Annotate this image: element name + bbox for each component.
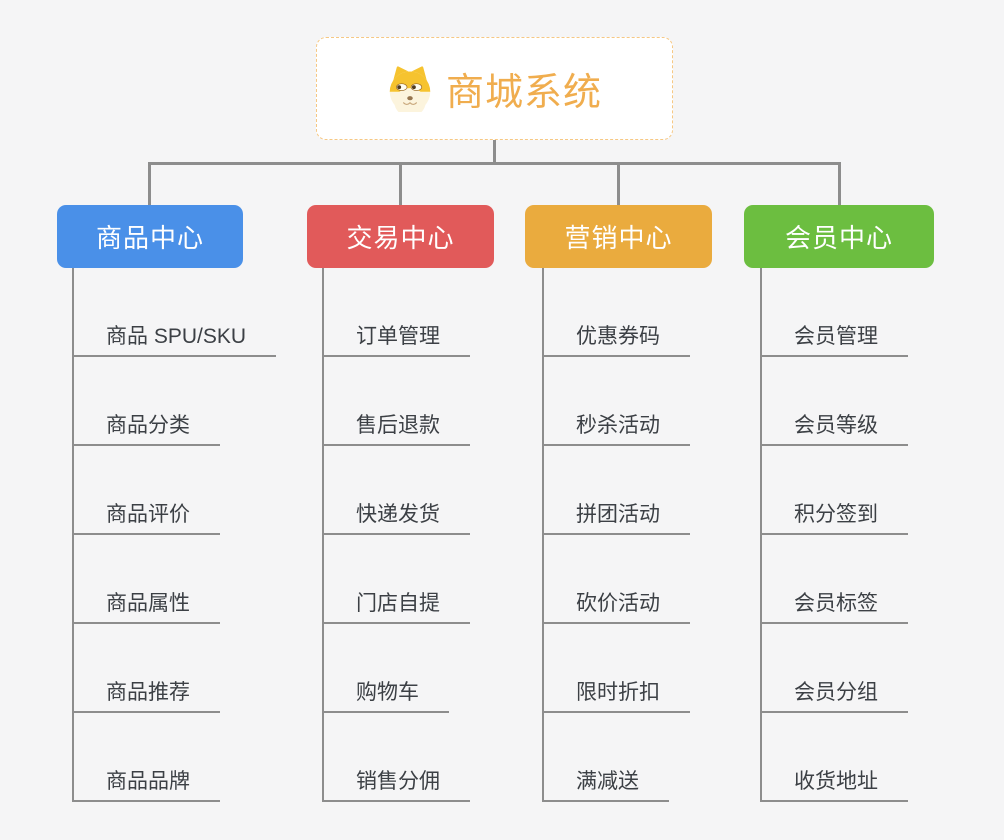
leaf-topic[interactable]: 商品属性 bbox=[74, 588, 220, 624]
leaf-topic[interactable]: 会员标签 bbox=[762, 588, 908, 624]
leaf-topic[interactable]: 会员管理 bbox=[762, 321, 908, 357]
connector-drop-members bbox=[838, 162, 841, 206]
leaf-topic[interactable]: 购物车 bbox=[324, 677, 449, 713]
connector-drop-marketing bbox=[617, 162, 620, 206]
leaf-topic[interactable]: 秒杀活动 bbox=[544, 410, 690, 446]
leaf-topic[interactable]: 售后退款 bbox=[324, 410, 470, 446]
leaf-topic[interactable]: 门店自提 bbox=[324, 588, 470, 624]
leaf-topic[interactable]: 限时折扣 bbox=[544, 677, 690, 713]
branch-node-members[interactable]: 会员中心 bbox=[744, 205, 934, 268]
connector-horizontal bbox=[148, 162, 840, 165]
leaf-topic[interactable]: 满减送 bbox=[544, 766, 669, 802]
leaf-topic[interactable]: 商品分类 bbox=[74, 410, 220, 446]
branch-column-products: 商品 SPU/SKU 商品分类 商品评价 商品属性 商品推荐 商品品牌 bbox=[72, 268, 277, 802]
root-topic[interactable]: 商城系统 bbox=[316, 37, 673, 140]
leaf-topic[interactable]: 商品推荐 bbox=[74, 677, 220, 713]
leaf-topic[interactable]: 会员等级 bbox=[762, 410, 908, 446]
leaf-topic[interactable]: 积分签到 bbox=[762, 499, 908, 535]
leaf-topic[interactable]: 商品 SPU/SKU bbox=[74, 321, 277, 357]
branch-column-trade: 订单管理 售后退款 快递发货 门店自提 购物车 销售分佣 bbox=[322, 268, 470, 802]
leaf-topic[interactable]: 订单管理 bbox=[324, 321, 470, 357]
dog-mascot-icon bbox=[389, 65, 431, 112]
leaf-topic[interactable]: 收货地址 bbox=[762, 766, 908, 802]
leaf-topic[interactable]: 优惠券码 bbox=[544, 321, 690, 357]
leaf-topic[interactable]: 砍价活动 bbox=[544, 588, 690, 624]
leaf-topic[interactable]: 会员分组 bbox=[762, 677, 908, 713]
leaf-topic[interactable]: 商品评价 bbox=[74, 499, 220, 535]
branch-node-marketing[interactable]: 营销中心 bbox=[525, 205, 712, 268]
leaf-topic[interactable]: 商品品牌 bbox=[74, 766, 220, 802]
leaf-topic[interactable]: 快递发货 bbox=[324, 499, 470, 535]
connector-drop-trade bbox=[399, 162, 402, 206]
connector-root-stub bbox=[493, 140, 496, 164]
root-topic-label: 商城系统 bbox=[445, 72, 602, 114]
branch-column-members: 会员管理 会员等级 积分签到 会员标签 会员分组 收货地址 bbox=[760, 268, 908, 802]
branch-node-products[interactable]: 商品中心 bbox=[57, 205, 243, 268]
connector-drop-products bbox=[148, 162, 151, 206]
leaf-topic[interactable]: 拼团活动 bbox=[544, 499, 690, 535]
branch-column-marketing: 优惠券码 秒杀活动 拼团活动 砍价活动 限时折扣 满减送 bbox=[542, 268, 690, 802]
leaf-topic[interactable]: 销售分佣 bbox=[324, 766, 470, 802]
branch-node-trade[interactable]: 交易中心 bbox=[307, 205, 494, 268]
